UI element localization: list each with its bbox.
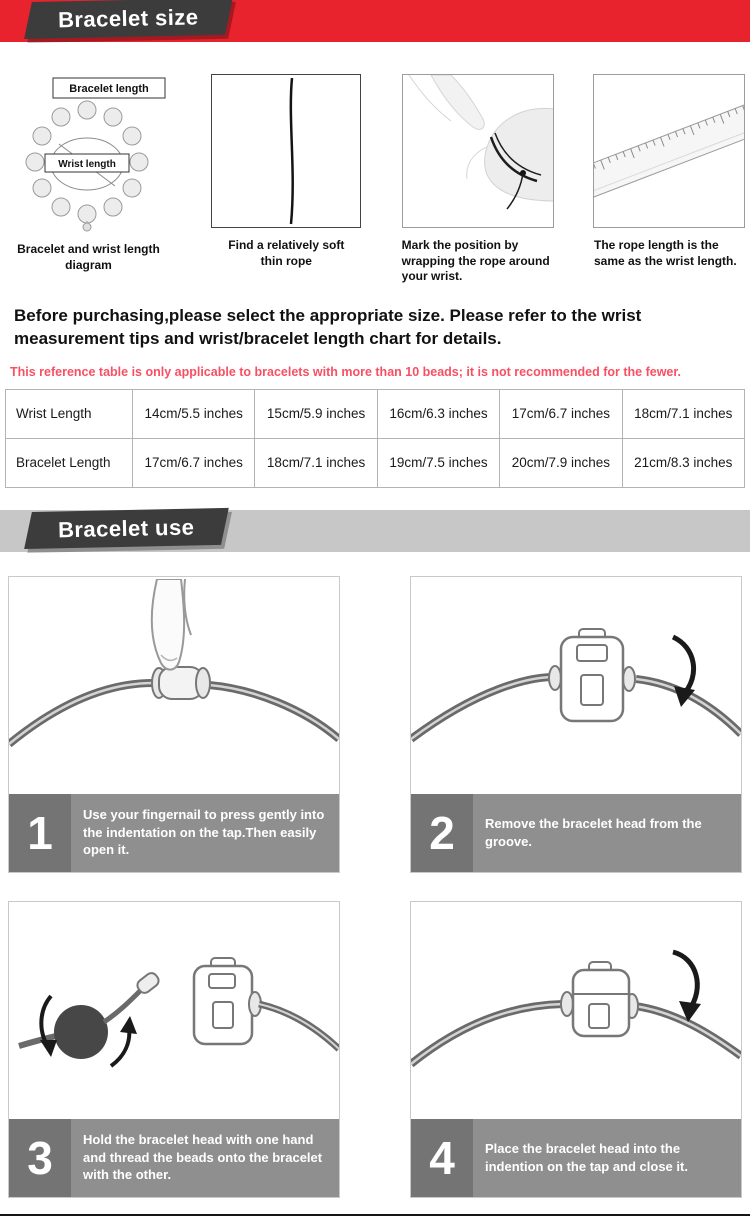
clasp-open-box xyxy=(192,957,262,1046)
measurement-steps-row: Bracelet length Wrist length Bracelet an… xyxy=(0,74,750,285)
thread-beads-icon xyxy=(18,957,339,1068)
measure-step-2: Find a relatively soft thin rope xyxy=(211,74,362,285)
wrist-length-label: Wrist length xyxy=(58,159,116,170)
measure-step-4: The rope length is the same as the wrist… xyxy=(592,74,745,285)
step-number-badge: 4 xyxy=(411,1118,473,1197)
bracelet-use-header-label: Bracelet use xyxy=(57,513,195,542)
use-step-3-illustration xyxy=(9,902,339,1119)
bracelet-charm xyxy=(82,221,91,232)
ruler-illustration xyxy=(593,95,744,205)
press-tap-open-icon xyxy=(9,579,339,748)
cord-tip xyxy=(136,972,160,995)
rotate-arrow xyxy=(671,634,696,708)
remove-head-icon xyxy=(411,628,741,743)
rope-illustration xyxy=(289,77,295,225)
bracelet-size-header: Bracelet size xyxy=(24,0,233,39)
step-4-caption: The rope length is the same as the wrist… xyxy=(593,238,737,268)
size-table: Wrist Length 14cm/5.5 inches 15cm/5.9 in… xyxy=(5,388,746,488)
rope-box xyxy=(211,74,362,228)
step-number-badge: 3 xyxy=(9,1118,71,1197)
bracelet-diagram-illustration: Bracelet length Wrist length xyxy=(25,77,165,232)
use-step-4-illustration xyxy=(411,902,741,1119)
wrist-length-cell: 16cm/6.3 inches xyxy=(376,388,501,439)
use-step-3-caption-bar: 3 Hold the bracelet head with one hand a… xyxy=(9,1118,339,1197)
use-step-4-text: Place the bracelet head into the indenti… xyxy=(485,1141,688,1174)
measure-step-1: Bracelet length Wrist length Bracelet an… xyxy=(6,74,171,285)
clasp-closed-box xyxy=(560,961,639,1038)
use-step-panel-4: 4 Place the bracelet head into the inden… xyxy=(410,900,742,1198)
bracelet-diagram-box: Bracelet length Wrist length xyxy=(8,74,169,232)
use-step-1-illustration xyxy=(9,577,339,794)
bracelet-length-label: Bracelet length xyxy=(69,83,149,95)
use-step-1-caption-bar: 1 Use your fingernail to press gently in… xyxy=(9,793,339,872)
bracelet-length-cell: 19cm/7.5 inches xyxy=(376,437,501,488)
bead xyxy=(54,1005,108,1060)
wrist-length-cell: 14cm/5.5 inches xyxy=(131,388,256,439)
step-number-badge: 2 xyxy=(411,793,473,872)
bracelet-beads xyxy=(25,100,148,224)
use-steps-grid: 1 Use your fingernail to press gently in… xyxy=(0,575,750,1198)
bracelet-length-cell: 20cm/7.9 inches xyxy=(499,437,623,488)
bracelet-use-band: Bracelet use xyxy=(0,507,750,552)
use-step-2-text: Remove the bracelet head from the groove… xyxy=(485,816,702,849)
rotate-arrow xyxy=(672,949,701,1023)
use-step-panel-1: 1 Use your fingernail to press gently in… xyxy=(8,575,340,873)
finger-pressing xyxy=(150,579,192,671)
bracelet-use-header: Bracelet use xyxy=(24,507,229,549)
clasp-open-box xyxy=(548,628,636,723)
wrist-length-label-box: Wrist length xyxy=(44,153,129,173)
step-2-caption: Find a relatively soft thin rope xyxy=(228,238,345,268)
clasp-cylinder xyxy=(151,666,211,701)
bracelet-length-row-header: Bracelet Length xyxy=(5,437,133,488)
bottom-divider xyxy=(0,1213,750,1216)
wrist-length-cell: 17cm/6.7 inches xyxy=(499,388,623,439)
wrist-length-row-header: Wrist Length xyxy=(5,388,133,439)
use-step-2-caption-bar: 2 Remove the bracelet head from the groo… xyxy=(411,793,741,872)
bracelet-length-cell: 21cm/8.3 inches xyxy=(621,437,746,488)
bracelet-length-label-box: Bracelet length xyxy=(52,77,165,99)
measure-step-3: Mark the position by wrapping the rope a… xyxy=(401,74,554,285)
use-step-panel-3: 3 Hold the bracelet head with one hand a… xyxy=(8,900,340,1198)
wrist-rope xyxy=(489,132,541,210)
size-intro-text: Before purchasing,please select the appr… xyxy=(14,305,642,348)
step-number-badge: 1 xyxy=(9,793,71,872)
use-step-1-text: Use your fingernail to press gently into… xyxy=(83,807,325,858)
use-step-4-caption-bar: 4 Place the bracelet head into the inden… xyxy=(411,1118,741,1197)
ruler-box xyxy=(592,74,745,228)
bracelet-size-header-label: Bracelet size xyxy=(57,4,199,32)
use-step-3-text: Hold the bracelet head with one hand and… xyxy=(83,1132,323,1183)
bracelet-length-cell: 17cm/6.7 inches xyxy=(131,437,256,488)
use-step-2-illustration xyxy=(411,577,741,794)
close-head-icon xyxy=(411,949,741,1068)
step-3-caption: Mark the position by wrapping the rope a… xyxy=(401,238,550,284)
step-1-caption: Bracelet and wrist length diagram xyxy=(17,242,160,272)
wrist-photo-box xyxy=(401,74,554,228)
wrist-length-cell: 18cm/7.1 inches xyxy=(621,388,746,439)
bracelet-length-cell: 18cm/7.1 inches xyxy=(254,437,378,488)
rotate-arrows xyxy=(39,994,137,1068)
table-notice-text: This reference table is only applicable … xyxy=(10,364,682,379)
bracelet-size-band: Bracelet size xyxy=(0,0,750,42)
use-step-panel-2: 2 Remove the bracelet head from the groo… xyxy=(410,575,742,873)
wrist-marking-illustration xyxy=(408,75,553,210)
wrist-length-cell: 15cm/5.9 inches xyxy=(254,388,378,439)
table-row-bracelet: Bracelet Length 17cm/6.7 inches 18cm/7.1… xyxy=(5,437,746,488)
table-row-wrist: Wrist Length 14cm/5.5 inches 15cm/5.9 in… xyxy=(5,388,746,439)
